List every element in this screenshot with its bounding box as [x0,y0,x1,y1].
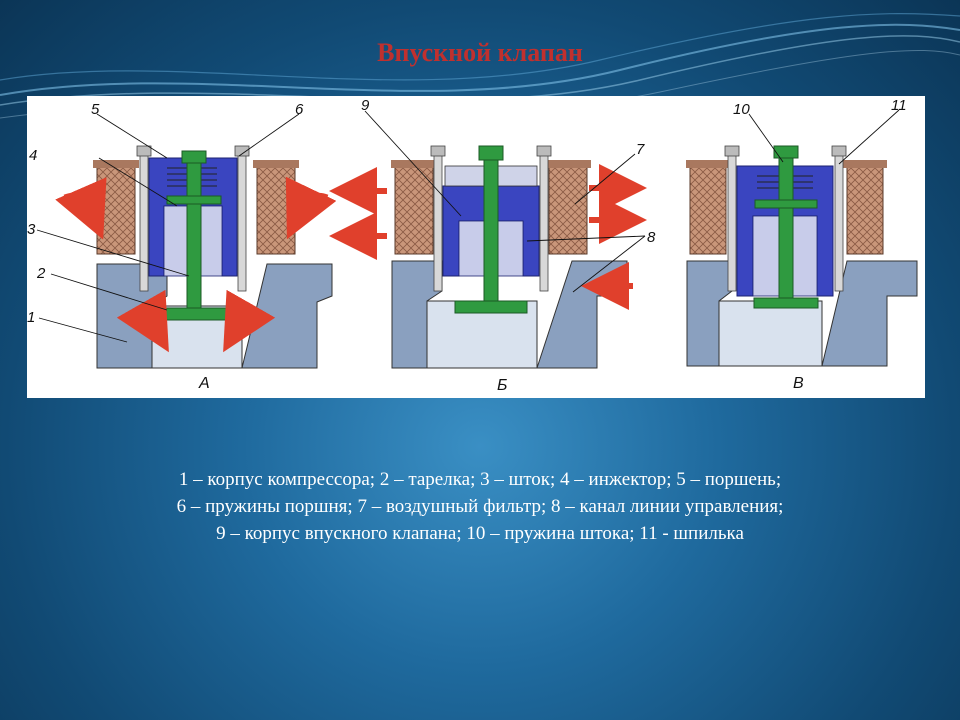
callout-7: 7 [636,141,645,158]
legend-line-3: 9 – корпус впускного клапана; 10 – пружи… [216,523,744,544]
valve-diagram-svg: 5 6 4 3 2 1 А [27,97,918,394]
callout-6: 6 [295,101,304,118]
panel-label-b: Б [497,377,507,394]
valve-diagram: 5 6 4 3 2 1 А [27,96,925,398]
panel-c: 10 11 В [686,97,918,392]
panel-b: 9 7 8 Б [329,97,656,394]
panel-label-a: А [198,375,210,392]
callout-1: 1 [27,309,35,326]
callout-3: 3 [27,221,36,238]
callout-9: 9 [361,97,370,114]
legend-line-1: 1 – корпус компрессора; 2 – тарелка; 3 –… [178,469,782,490]
callout-8: 8 [647,229,656,246]
legend: 1 – корпус компрессора; 2 – тарелка; 3 –… [40,466,920,547]
callout-10: 10 [733,101,750,118]
callout-4: 4 [29,147,37,164]
panel-a: 5 6 4 3 2 1 А [27,101,337,392]
callout-2: 2 [36,265,46,282]
callout-11: 11 [891,97,907,114]
legend-line-2: 6 – пружины поршня; 7 – воздушный фильтр… [176,496,784,517]
panel-label-c: В [793,375,804,392]
callout-5: 5 [91,101,100,118]
slide-title: Впускной клапан [377,38,583,67]
